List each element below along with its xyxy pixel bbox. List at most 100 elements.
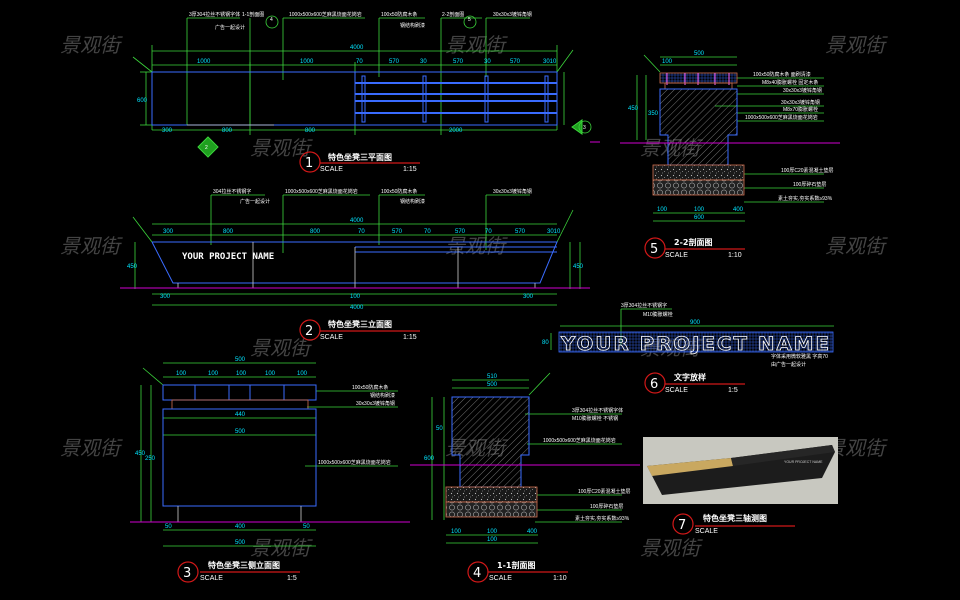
lettering-grid — [558, 331, 834, 353]
section-1-dimension-labels: 510 500 100 100 100 400 50 600 — [424, 374, 538, 543]
svg-text:100: 100 — [236, 371, 247, 377]
svg-text:特色坐凳三侧立面图: 特色坐凳三侧立面图 — [208, 560, 280, 570]
leader-lines — [132, 17, 574, 135]
svg-text:SCALE: SCALE — [320, 166, 343, 173]
wood-seat-render — [647, 458, 733, 476]
svg-text:450: 450 — [127, 264, 138, 270]
drawing-6-lettering[interactable]: YOUR PROJECT NAME 900 80 3厚304拉丝不锈钢字 M10… — [542, 302, 834, 394]
lettering-dimension-labels: 900 80 — [542, 320, 701, 346]
watermark: 景观街 — [825, 234, 888, 258]
svg-text:30: 30 — [484, 59, 491, 65]
svg-text:70: 70 — [424, 229, 431, 235]
svg-text:100x50防腐木条: 100x50防腐木条 — [381, 11, 417, 18]
svg-text:300: 300 — [523, 294, 534, 300]
drawing-5-section-2-2[interactable]: 500 100 100 600 100 400 450 350 100x50防腐… — [620, 51, 840, 259]
svg-text:570: 570 — [453, 59, 464, 65]
svg-text:M8x40膨胀螺栓 固定木条: M8x40膨胀螺栓 固定木条 — [762, 79, 818, 86]
section-marker-5[interactable]: 5 — [463, 15, 477, 29]
svg-text:5: 5 — [650, 242, 658, 257]
drawing-title-3: 3 特色坐凳三侧立面图 SCALE 1:5 — [177, 560, 300, 583]
plan-notes: 3厚304拉丝不锈钢字体 广告一起设计 1-1剖面图 1000x500x600芝… — [189, 11, 532, 31]
svg-text:400: 400 — [733, 207, 744, 213]
drawing-title-2: 2 特色坐凳三立面图 SCALE 1:15 — [299, 319, 420, 341]
watermark: 景观街 — [60, 33, 123, 57]
svg-text:600: 600 — [694, 215, 705, 221]
wood-slat-layer — [162, 384, 317, 401]
svg-text:50: 50 — [165, 524, 172, 530]
drawing-title-1: 1 特色坐凳三平面图 SCALE 1:15 — [299, 151, 420, 173]
svg-text:3: 3 — [583, 125, 586, 131]
drawing-2-elevation[interactable]: YOUR PROJECT NAME 4000 300 800 800 70 57… — [120, 188, 590, 341]
svg-text:50: 50 — [303, 524, 310, 530]
svg-text:30x30x3镀锌角钢: 30x30x3镀锌角钢 — [493, 11, 532, 18]
lettering-notes: 3厚304拉丝不锈钢字 M10膨胀螺栓 字体采用微软雅黑 字高70 由广告一起设… — [621, 302, 828, 368]
section-marker-4[interactable]: 4 — [265, 15, 279, 29]
svg-text:30x30x3镀锌角钢: 30x30x3镀锌角钢 — [493, 188, 532, 195]
svg-text:100: 100 — [662, 59, 673, 65]
svg-text:800: 800 — [305, 128, 316, 134]
svg-text:1:5: 1:5 — [728, 387, 738, 394]
svg-text:1000: 1000 — [300, 59, 314, 65]
svg-text:特色坐凳三轴测图: 特色坐凳三轴测图 — [703, 513, 767, 523]
svg-text:300: 300 — [163, 229, 174, 235]
svg-text:7: 7 — [678, 518, 686, 533]
svg-text:广告一起设计: 广告一起设计 — [215, 24, 245, 31]
svg-text:100厚C20素混凝土垫层: 100厚C20素混凝土垫层 — [578, 488, 631, 495]
side-dimension-labels: 500 100 100 100 100 100 440 500 400 500 … — [135, 357, 310, 546]
svg-text:2: 2 — [305, 324, 313, 339]
svg-text:3厚304拉丝不锈钢字: 3厚304拉丝不锈钢字 — [621, 302, 667, 309]
svg-text:字体采用微软雅黑 字高70: 字体采用微软雅黑 字高70 — [771, 353, 828, 360]
svg-text:440: 440 — [235, 412, 246, 418]
svg-text:500: 500 — [487, 382, 498, 388]
svg-text:400: 400 — [235, 524, 246, 530]
svg-text:1000x500x600芝麻黑烧面花岗岩: 1000x500x600芝麻黑烧面花岗岩 — [318, 459, 391, 466]
svg-text:1:15: 1:15 — [403, 334, 417, 341]
elevation-marker-3[interactable]: 3 — [571, 119, 592, 135]
svg-text:300: 300 — [162, 128, 173, 134]
svg-text:文字放样: 文字放样 — [674, 372, 706, 382]
gravel-layer — [445, 501, 538, 518]
drawing-7-axonometric[interactable]: YOUR PROJECT NAME 7 特色坐凳三轴测图 SCALE — [643, 437, 838, 535]
drawing-1-plan[interactable]: 4000 1000 1000 70 570 30 570 30 570 3010… — [132, 11, 600, 173]
bench-elevation-outline — [151, 241, 558, 284]
svg-text:1:5: 1:5 — [287, 575, 297, 582]
svg-text:特色坐凳三平面图: 特色坐凳三平面图 — [328, 152, 392, 162]
svg-text:100x50防腐木条: 100x50防腐木条 — [352, 384, 388, 391]
svg-text:100: 100 — [208, 371, 219, 377]
svg-text:250: 250 — [145, 456, 156, 462]
svg-text:M10膨胀螺栓: M10膨胀螺栓 — [643, 311, 673, 318]
svg-text:M8x70膨胀螺栓: M8x70膨胀螺栓 — [783, 106, 818, 113]
svg-text:1000x500x600芝麻黑烧面花岗岩: 1000x500x600芝麻黑烧面花岗岩 — [285, 188, 358, 195]
svg-text:70: 70 — [485, 229, 492, 235]
svg-text:1: 1 — [305, 156, 313, 171]
svg-text:2-2剖面图: 2-2剖面图 — [442, 11, 464, 18]
svg-text:500: 500 — [235, 357, 246, 363]
watermark: 景观街 — [445, 33, 508, 57]
wood-slats — [354, 72, 557, 125]
svg-text:钢结构刷漆: 钢结构刷漆 — [370, 392, 395, 399]
section-2-dimension-labels: 500 100 100 600 100 400 450 350 — [628, 51, 744, 221]
elevation-marker-2[interactable]: 2 — [197, 136, 219, 158]
svg-text:400: 400 — [527, 529, 538, 535]
svg-text:SCALE: SCALE — [200, 575, 223, 582]
drawing-4-section-1-1[interactable]: 510 500 100 100 100 400 50 600 3厚304拉丝不锈… — [410, 372, 640, 583]
section-2-notes: 100x50防腐木条 面刷清漆 M8x40膨胀螺栓 固定木条 30x30x3镀锌… — [745, 71, 834, 202]
watermark: 景观街 — [825, 33, 888, 57]
svg-text:3: 3 — [183, 566, 191, 581]
leader-lines — [431, 372, 622, 544]
concrete-layer — [445, 486, 538, 503]
svg-text:1-1剖面图: 1-1剖面图 — [242, 11, 264, 18]
svg-text:3厚304拉丝不锈钢字体: 3厚304拉丝不锈钢字体 — [572, 407, 623, 414]
svg-text:1:10: 1:10 — [553, 575, 567, 582]
svg-text:钢结构刷漆: 钢结构刷漆 — [400, 22, 425, 29]
drawing-title-7: 7 特色坐凳三轴测图 SCALE — [672, 513, 795, 535]
svg-text:SCALE: SCALE — [665, 252, 688, 259]
svg-text:100: 100 — [487, 537, 498, 543]
svg-text:100: 100 — [487, 529, 498, 535]
svg-text:2000: 2000 — [449, 128, 463, 134]
leader-lines — [132, 194, 581, 306]
drawing-title-4: 4 1-1剖面图 SCALE 1:10 — [467, 560, 568, 583]
svg-text:4000: 4000 — [350, 45, 364, 51]
svg-text:1:15: 1:15 — [403, 166, 417, 173]
drawing-3-side-elevation[interactable]: 500 100 100 100 100 100 440 500 400 500 … — [130, 357, 410, 583]
